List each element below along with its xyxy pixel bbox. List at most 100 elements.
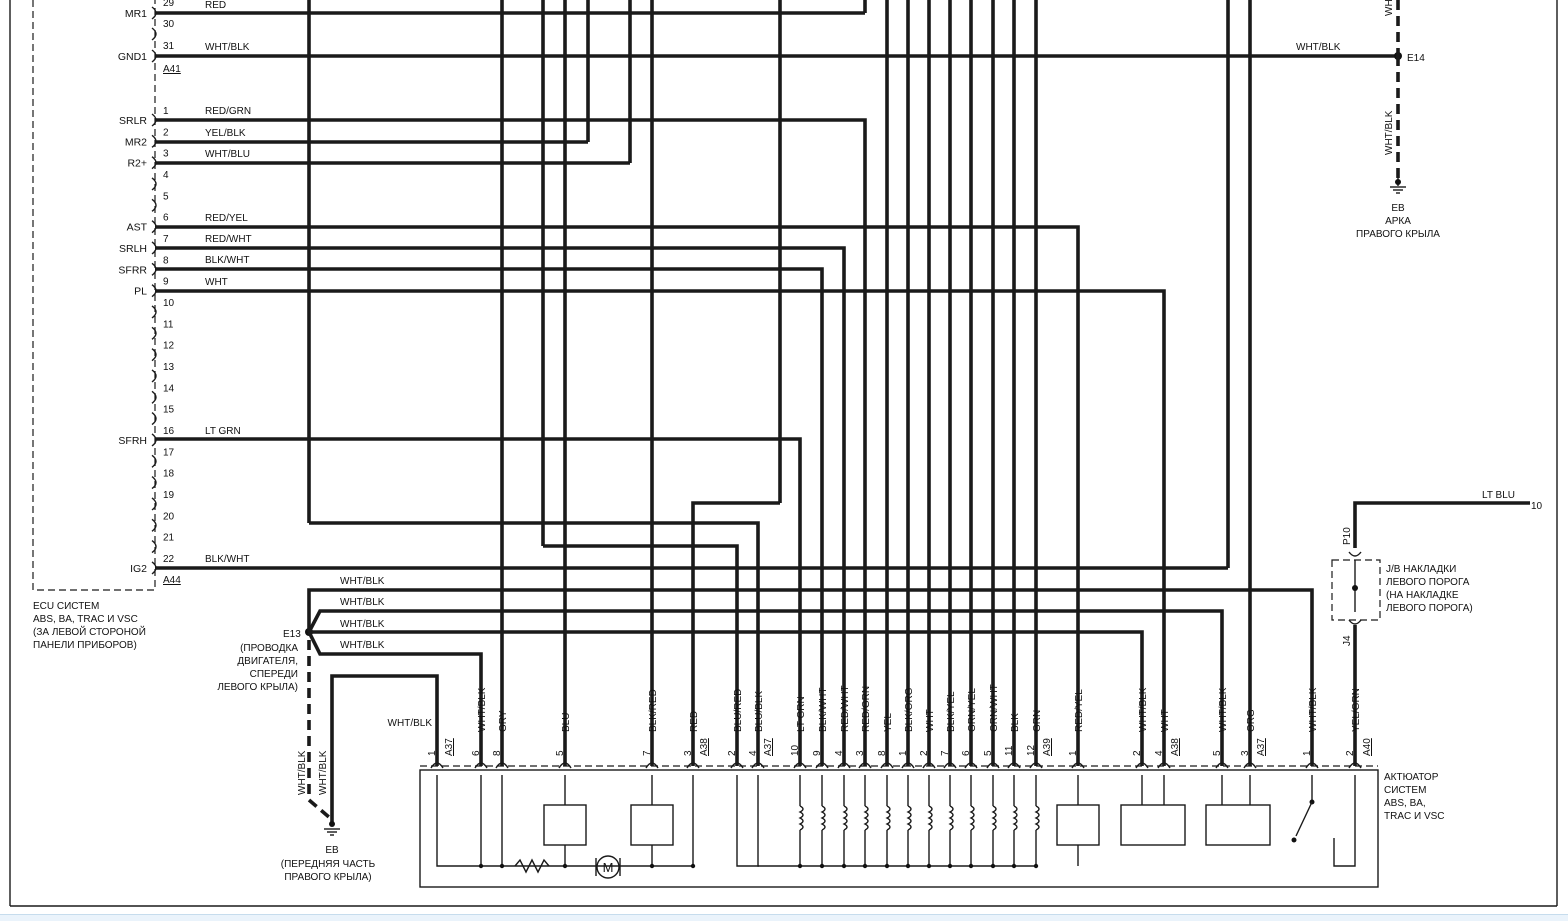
ecu-pin-number: 7: [163, 234, 169, 245]
svg-text:WHT/BLK: WHT/BLK: [1296, 42, 1341, 53]
svg-text:WHT: WHT: [1384, 0, 1395, 16]
svg-text:EB: EB: [1391, 203, 1405, 214]
svg-text:ПРАВОГО КРЫЛА: ПРАВОГО КРЫЛА: [1356, 229, 1440, 240]
pin-arc: [151, 198, 157, 212]
svg-text:P10: P10: [1342, 527, 1353, 545]
ecu-pin-signal: SFRH: [118, 435, 147, 447]
bottom-bar: [0, 914, 1568, 921]
junction-dot: [990, 863, 996, 869]
ecu-outline: [32, 0, 156, 591]
svg-text:EB: EB: [325, 845, 339, 856]
pin-arc: [151, 27, 157, 41]
ecu-pin-signal: GND1: [118, 51, 147, 63]
ecu-pin-signal: SRLH: [119, 243, 147, 255]
ground-arch: EB АРКА ПРАВОГО КРЫЛА: [1356, 178, 1440, 240]
svg-text:ДВИГАТЕЛЯ,: ДВИГАТЕЛЯ,: [237, 656, 298, 667]
ground-front: EB (ПЕРЕДНЯЯ ЧАСТЬ ПРАВОГО КРЫЛА) WHT/BL…: [281, 674, 439, 883]
svg-text:RED: RED: [205, 0, 226, 11]
solenoid-coil-icon: [842, 805, 848, 831]
actuator-pin-number: 2: [1132, 750, 1143, 756]
actuator-pin-color: GRN: [1032, 710, 1043, 732]
actuator-pin-number: 4: [748, 750, 759, 756]
actuator-pin-color: BLK/WHT: [818, 688, 829, 732]
solenoid-coil-icon: [820, 805, 826, 831]
svg-text:ABS, BA, TRAC И VSC: ABS, BA, TRAC И VSC: [33, 614, 138, 625]
actuator-pin-number: 6: [471, 750, 482, 756]
svg-text:ЛЕВОГО ПОРОГА: ЛЕВОГО ПОРОГА: [1386, 577, 1470, 588]
actuator-pin-color: BLK/ORG: [904, 687, 915, 732]
actuator-pin-number: 8: [492, 750, 503, 756]
actuator-connector-label: A39: [1042, 738, 1053, 756]
svg-text:ECU СИСТЕМ: ECU СИСТЕМ: [33, 601, 99, 612]
actuator-pin-color: WHT: [925, 709, 936, 732]
pin-arc: [151, 412, 157, 426]
svg-text:LT BLU: LT BLU: [1482, 490, 1515, 501]
actuator-pin-number: 6: [961, 750, 972, 756]
actuator-pin-number: 7: [642, 750, 653, 756]
ecu-pin-signal: R2+: [127, 158, 147, 170]
ecu-pin-number: 30: [163, 19, 175, 30]
actuator-pin-color: RED/GRN: [861, 686, 872, 732]
junction-dot: [690, 863, 696, 869]
svg-text:(ПЕРЕДНЯЯ ЧАСТЬ: (ПЕРЕДНЯЯ ЧАСТЬ: [281, 859, 376, 870]
pin-arc: [151, 476, 157, 490]
actuator-pin-number: 5: [1212, 750, 1223, 756]
actuator-pin-number: 11: [1004, 745, 1015, 756]
svg-text:WHT/BLK: WHT/BLK: [340, 640, 385, 651]
actuator-pin-number: 3: [683, 750, 694, 756]
junction-dot: [797, 863, 803, 869]
ecu-pin-number: 13: [163, 362, 175, 373]
actuator-connector-label: A38: [1170, 738, 1181, 756]
svg-text:TRAC И VSC: TRAC И VSC: [1384, 811, 1445, 822]
svg-text:E13: E13: [283, 629, 301, 640]
ecu-pin-number: 22: [163, 554, 175, 565]
solenoid-coil-icon: [948, 805, 954, 831]
ecu-pin-number: 9: [163, 277, 169, 288]
actuator-pin-color: BLK: [1010, 713, 1021, 732]
svg-text:WHT/BLK: WHT/BLK: [318, 750, 329, 795]
svg-text:J4: J4: [1342, 635, 1353, 646]
splice-e13: E13 WHT/BLK WHT/BLK WHT/BLK WHT/BLK (ПРО…: [217, 576, 1314, 820]
junction-dot: [499, 863, 505, 869]
actuator-pin-number: 1: [1068, 750, 1079, 756]
ecu-pin-signal: PL: [134, 286, 147, 298]
actuator-pin-number: 9: [812, 750, 823, 756]
svg-text:WHT/BLK: WHT/BLK: [1384, 110, 1395, 155]
actuator-pin-color: GRN/YEL: [967, 688, 978, 732]
junction-dot: [862, 863, 868, 869]
pin-arc: [151, 177, 157, 191]
junction-dot: [562, 863, 568, 869]
pin-arc: [151, 305, 157, 319]
actuator-pin-color: WHT/BLK: [1218, 687, 1229, 732]
actuator-pin-color: RED/YEL: [1074, 689, 1085, 732]
actuator-pin-color: BLU/RED: [733, 689, 744, 732]
ecu-pin-number: 11: [163, 319, 174, 330]
junction-dot: [478, 863, 484, 869]
solenoid-coil-icon: [969, 805, 975, 831]
actuator-pin-number: 3: [855, 750, 866, 756]
actuator-pin-number: 2: [727, 750, 738, 756]
actuator-pin-arc: [922, 762, 936, 769]
pin-arc: [151, 497, 157, 511]
ecu-wires: [155, 0, 1398, 766]
actuator-pin-color: BLK/YEL: [946, 691, 957, 732]
svg-text:СПЕРЕДИ: СПЕРЕДИ: [250, 669, 298, 680]
motor-icon: M: [603, 860, 614, 875]
actuator-pin-number: 3: [1240, 750, 1251, 756]
actuator-pin-number: 5: [983, 750, 994, 756]
ecu-pin-number: 29: [163, 0, 175, 9]
svg-text:RED/YEL: RED/YEL: [205, 213, 248, 224]
actuator-pin-arc: [901, 762, 915, 769]
actuator-pin-color: BLK/RED: [648, 689, 659, 732]
actuator-pin-color: RED/WHT: [840, 685, 851, 732]
ecu-pin-number: 2: [163, 127, 169, 138]
junction-dot: [1033, 863, 1039, 869]
pin-arc: [151, 390, 157, 404]
ecu-pin-signal: AST: [127, 222, 148, 234]
junction-dot: [926, 863, 932, 869]
actuator-pin-number: 1: [1302, 750, 1313, 756]
svg-text:WHT/BLK: WHT/BLK: [205, 42, 250, 53]
actuator-pin-color: GRY: [498, 710, 509, 732]
